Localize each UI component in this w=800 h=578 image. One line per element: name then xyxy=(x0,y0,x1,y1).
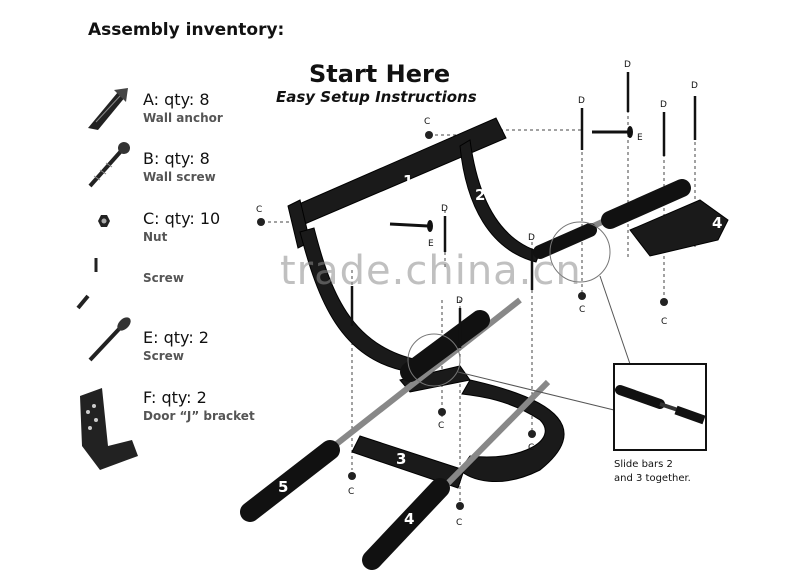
item-name: Screw xyxy=(143,271,184,285)
label-c: C xyxy=(661,317,667,327)
label-d: D xyxy=(528,233,535,243)
part-number-5: 5 xyxy=(278,478,288,496)
label-c: C xyxy=(424,117,430,127)
label-c: C xyxy=(579,305,585,315)
label-d: D xyxy=(456,296,463,306)
label-c: C xyxy=(456,518,462,528)
screw-e-icon xyxy=(88,317,131,362)
inventory-item-f: F: qty: 2 Door “J” bracket xyxy=(143,388,255,424)
door-j-bracket-icon xyxy=(80,388,138,470)
label-d: D xyxy=(441,204,448,214)
part-number-1: 1 xyxy=(403,172,413,190)
label-e: E xyxy=(428,239,434,249)
inventory-item-a: A: qty: 8 Wall anchor xyxy=(143,90,223,126)
item-name: Screw xyxy=(143,349,184,363)
label-c: C xyxy=(438,421,444,431)
setup-subtitle: Easy Setup Instructions xyxy=(276,88,477,106)
item-name: Nut xyxy=(143,230,168,244)
screw-d-icon xyxy=(76,258,98,310)
wall-screw-icon xyxy=(88,142,130,188)
label-c: C xyxy=(348,487,354,497)
nut-icon xyxy=(98,215,110,227)
item-qty: C: qty: 10 xyxy=(143,209,221,228)
inventory-title: Assembly inventory: xyxy=(88,20,285,40)
part-number-3: 3 xyxy=(396,450,406,468)
label-c: C xyxy=(256,205,262,215)
part-number-2: 2 xyxy=(475,186,485,204)
item-name: Wall anchor xyxy=(143,111,223,125)
start-here-title: Start Here xyxy=(309,60,451,88)
item-qty: F: qty: 2 xyxy=(143,388,207,407)
item-qty: B: qty: 8 xyxy=(143,149,210,168)
label-d: D xyxy=(578,96,585,106)
inventory-item-b: B: qty: 8 Wall screw xyxy=(143,149,216,185)
wall-anchor-icon xyxy=(88,88,128,130)
inventory-item-e: E: qty: 2 Screw xyxy=(143,328,209,364)
slide-bars-callout: Slide bars 2 and 3 together. xyxy=(614,458,724,486)
part-number-4: 4 xyxy=(404,510,414,528)
item-name: Wall screw xyxy=(143,170,216,184)
item-qty: A: qty: 8 xyxy=(143,90,210,109)
part-number-4: 4 xyxy=(712,214,722,232)
item-qty: E: qty: 2 xyxy=(143,328,209,347)
watermark: trade.china.cn xyxy=(280,248,582,294)
label-d: D xyxy=(624,60,631,70)
label-c: C xyxy=(528,443,534,453)
item-name: Door “J” bracket xyxy=(143,409,255,423)
callout-line: Slide bars 2 xyxy=(614,459,673,470)
label-d: D xyxy=(691,81,698,91)
inventory-item-d: Screw xyxy=(143,270,184,286)
label-e: E xyxy=(637,133,643,143)
inventory-item-c: C: qty: 10 Nut xyxy=(143,209,220,245)
label-d: D xyxy=(660,100,667,110)
callout-line: and 3 together. xyxy=(614,473,691,484)
